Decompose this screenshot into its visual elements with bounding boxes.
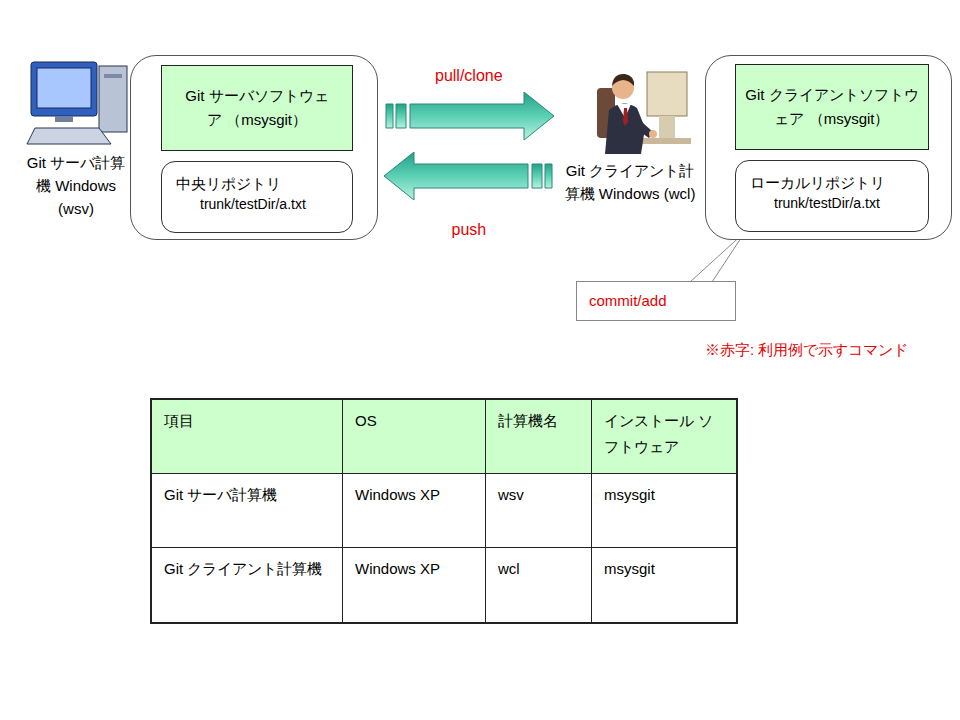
table-header-text: OS [355,408,473,434]
label-holder: Git クライアント計算機 Windows (wcl) [560,159,700,205]
arrow-tail-block [545,164,552,188]
software-box: Git クライアントソフトウェア （msysgit） [735,64,929,150]
machine-label: Git サーバ計算機 Windows (wsv) [25,151,127,220]
table-cell: OS [343,400,486,474]
monitor-frame [31,62,97,116]
monitor-screen [37,68,91,108]
data-table: 項目 OS 計算機名インストール ソフトウェア Git サーバ計算機 Windows X… [150,398,738,624]
table-text: msysgit [604,482,724,508]
software-box: Git サーバソフトウェア （msysgit） [161,65,353,151]
table-cell: Windows XP [343,548,486,622]
computer-icon [25,58,135,153]
label-holder: Git サーバ計算機 Windows (wsv) [25,151,127,220]
software-label: Git サーバソフトウェア （msysgit） [182,84,332,132]
block-arrow [384,152,552,200]
desk-monitor [647,72,687,116]
table-header-text: インストール ソフトウェア [604,408,724,460]
repository-box: ローカルリポジトリtrunk/testDir/a.txt [735,160,929,232]
arrow-body [384,152,528,200]
person-hand [649,130,657,138]
monitor-stand [55,116,73,122]
table-text: wcl [498,556,579,582]
repository-name: ローカルリポジトリ [736,173,928,193]
table-cell: wsv [486,474,592,548]
table-text: Windows XP [355,556,473,582]
note-text: ※赤字: 利用例で示すコマンド [705,340,950,360]
command-label: commit/add [589,291,667,311]
table-cell: msysgit [592,548,736,622]
repository-path: trunk/testDir/a.txt [736,193,928,213]
arrow-body [410,92,554,140]
callout-box: commit/add [576,281,736,321]
client-group: Git クライアント計算機 Windows (wcl) Git クライアントソフト… [560,55,952,240]
keyboard [27,128,111,144]
person-icon [583,58,693,158]
server-group: Git サーバ計算機 Windows (wsv)Git サーバソフトウェア （m… [130,55,378,240]
person-hair [612,74,634,86]
table-cell: 計算機名 [486,400,592,474]
table-cell: msysgit [592,474,736,548]
block-arrow [386,92,554,140]
desk-monitor-stand [659,116,675,138]
table-text: Windows XP [355,482,473,508]
table-cell: Git クライアント計算機 [152,548,343,622]
arrow-tail-block [386,104,393,128]
table-header-text: 計算機名 [498,408,579,434]
table-text: wsv [498,482,579,508]
software-label: Git クライアントソフトウェア （msysgit） [738,83,926,131]
person-tie [623,108,628,126]
table-text: Git サーバ計算機 [164,482,330,508]
command-label: push [449,220,490,240]
table-text: Git クライアント計算機 [164,556,330,582]
table-header-text: 項目 [164,408,330,434]
arrow-tail-block [532,164,542,188]
repository-name: 中央リポジトリ [162,174,352,194]
table-cell: Windows XP [343,474,486,548]
table-cell: wcl [486,548,592,622]
command-label: pull/clone [432,66,506,86]
computer-tower [99,66,127,132]
machine-label: Git クライアント計算機 Windows (wcl) [560,159,700,205]
table-text: msysgit [604,556,724,582]
table-cell: Git サーバ計算機 [152,474,343,548]
repository-path: trunk/testDir/a.txt [162,194,352,214]
repository-box: 中央リポジトリtrunk/testDir/a.txt [161,161,353,233]
table-cell: インストール ソフトウェア [592,400,736,474]
arrow-tail-block [396,104,406,128]
tower-slot [104,74,122,78]
table-cell: 項目 [152,400,343,474]
